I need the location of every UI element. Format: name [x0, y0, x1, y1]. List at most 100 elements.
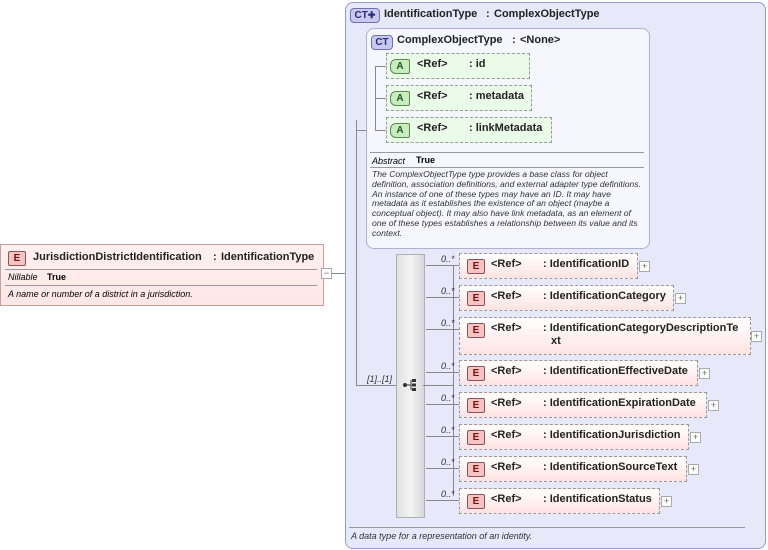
element-ref: <Ref>: [491, 429, 522, 441]
attribute-name: : linkMetadata: [469, 122, 543, 134]
element-identificationcategory[interactable]: E <Ref> : IdentificationCategory: [459, 285, 674, 311]
element-cardinality: 0..*: [441, 393, 455, 403]
divider: [5, 269, 317, 270]
attribute-badge: A: [390, 59, 410, 74]
connector: [332, 273, 346, 274]
outer-ct-type: ComplexObjectType: [494, 8, 600, 20]
connector: [356, 120, 357, 386]
attribute-ref: <Ref>: [417, 90, 448, 102]
root-element-name: JurisdictionDistrictIdentification: [33, 251, 202, 263]
element-identificationexpirationdate[interactable]: E <Ref> : IdentificationExpirationDate: [459, 392, 707, 418]
element-ref: <Ref>: [491, 461, 522, 473]
connector: [356, 385, 396, 386]
connector: [426, 404, 459, 405]
element-name: : IdentificationCategory: [543, 290, 666, 302]
element-cardinality: 0..*: [441, 489, 455, 499]
element-badge: E: [467, 462, 485, 477]
element-ref: <Ref>: [491, 365, 522, 377]
expand-icon[interactable]: +: [688, 464, 699, 475]
attribute-ref: <Ref>: [417, 122, 448, 134]
expand-icon[interactable]: +: [699, 368, 710, 379]
element-ref: <Ref>: [491, 493, 522, 505]
element-badge: E: [467, 366, 485, 381]
element-cardinality: 0..*: [441, 425, 455, 435]
outer-ct-separator: :: [486, 8, 490, 20]
connector: [423, 385, 453, 386]
expand-icon[interactable]: +: [690, 432, 701, 443]
outer-ct-name: IdentificationType: [384, 8, 478, 20]
connector: [356, 130, 366, 131]
attribute-id[interactable]: A <Ref> : id: [386, 53, 530, 79]
element-name: : IdentificationSourceText: [543, 461, 678, 473]
expand-icon[interactable]: +: [675, 293, 686, 304]
element-badge: E: [467, 291, 485, 306]
abstract-value: True: [416, 155, 436, 165]
connector: [375, 66, 387, 67]
sequence-cardinality: [1]..[1]: [367, 374, 393, 384]
connector: [453, 265, 454, 496]
element-identificationsourcetext[interactable]: E <Ref> : IdentificationSourceText: [459, 456, 687, 482]
attribute-ref: <Ref>: [417, 58, 448, 70]
element-badge: E: [467, 494, 485, 509]
connector: [426, 265, 459, 266]
element-cardinality: 0..*: [441, 286, 455, 296]
attribute-linkmetadata[interactable]: A <Ref> : linkMetadata: [386, 117, 552, 143]
inner-ct-documentation: The ComplexObjectType type provides a ba…: [372, 169, 641, 238]
element-identificationstatus[interactable]: E <Ref> : IdentificationStatus: [459, 488, 660, 514]
root-documentation: A name or number of a district in a juri…: [8, 289, 193, 299]
element-name: : IdentificationID: [543, 258, 630, 270]
expand-icon[interactable]: +: [639, 261, 650, 272]
connector: [426, 372, 459, 373]
outer-ct-documentation: A data type for a representation of an i…: [351, 531, 533, 541]
complex-type-badge: CT: [371, 35, 393, 50]
sequence-icon: [403, 379, 416, 391]
inner-ct-separator: :: [512, 34, 516, 46]
connector: [375, 130, 387, 131]
root-type-separator: :: [213, 251, 217, 263]
element-name: : IdentificationJurisdiction: [543, 429, 681, 441]
connector: [426, 297, 459, 298]
complex-type-badge: CT✚: [350, 8, 380, 23]
element-name: : IdentificationExpirationDate: [543, 397, 696, 409]
attribute-metadata[interactable]: A <Ref> : metadata: [386, 85, 532, 111]
connector: [426, 436, 459, 437]
inner-ct-name: ComplexObjectType: [397, 34, 503, 46]
divider: [5, 285, 317, 286]
root-element-box[interactable]: E JurisdictionDistrictIdentification : I…: [0, 244, 324, 306]
element-ref: <Ref>: [491, 290, 522, 302]
inner-ct-type: <None>: [520, 34, 561, 46]
element-cardinality: 0..*: [441, 457, 455, 467]
element-identificationeffectivedate[interactable]: E <Ref> : IdentificationEffectiveDate: [459, 360, 698, 386]
element-badge: E: [467, 430, 485, 445]
element-cardinality: 0..*: [441, 318, 455, 328]
nillable-value: True: [47, 272, 67, 282]
attribute-name: : metadata: [469, 90, 525, 102]
element-ref: <Ref>: [491, 397, 522, 409]
element-name-continued: xt: [551, 335, 561, 347]
divider: [370, 167, 644, 168]
connector: [426, 329, 459, 330]
root-element-type: IdentificationType: [221, 251, 315, 263]
collapse-toggle[interactable]: −: [321, 268, 332, 279]
connector: [426, 468, 459, 469]
expand-icon[interactable]: +: [751, 331, 762, 342]
expand-icon[interactable]: +: [661, 496, 672, 507]
expand-icon[interactable]: +: [708, 400, 719, 411]
sequence-compositor[interactable]: [396, 254, 425, 518]
element-identificationcategorydescriptiontext[interactable]: E <Ref> : IdentificationCategoryDescript…: [459, 317, 751, 355]
abstract-label: Abstract: [372, 156, 406, 166]
attribute-badge: A: [390, 123, 410, 138]
element-badge: E: [8, 251, 26, 266]
connector: [375, 98, 387, 99]
element-cardinality: 0..*: [441, 254, 455, 264]
element-identificationjurisdiction[interactable]: E <Ref> : IdentificationJurisdiction: [459, 424, 689, 450]
attribute-name: : id: [469, 58, 486, 70]
element-identificationid[interactable]: E <Ref> : IdentificationID: [459, 253, 638, 279]
divider: [370, 152, 644, 153]
element-name: : IdentificationEffectiveDate: [543, 365, 688, 377]
element-badge: E: [467, 259, 485, 274]
divider: [349, 527, 745, 528]
element-name: : IdentificationStatus: [543, 493, 652, 505]
nillable-label: Nillable: [8, 272, 38, 282]
element-name: : IdentificationCategoryDescriptionTe: [543, 322, 739, 334]
